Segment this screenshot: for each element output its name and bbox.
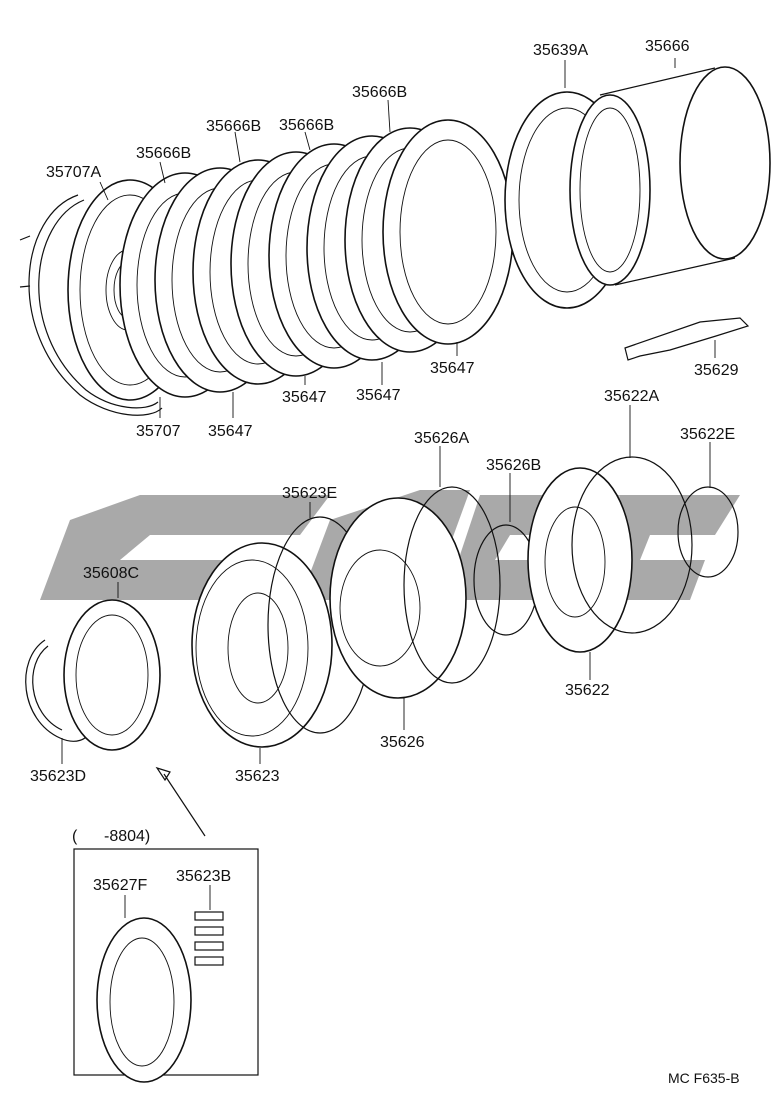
label-35647-2: 35647 <box>282 389 327 406</box>
clutch-drum-35666 <box>569 66 771 286</box>
label-35666B-4: 35666B <box>136 145 191 162</box>
leader-lines <box>61 58 716 918</box>
label-35622A: 35622A <box>604 388 659 405</box>
label-35629: 35629 <box>694 362 739 379</box>
label-35647-3: 35647 <box>356 387 401 404</box>
label-35707: 35707 <box>136 423 181 440</box>
label-35622E: 35622E <box>680 426 735 443</box>
label-35627F: 35627F <box>93 877 147 894</box>
piston-35622 <box>527 467 633 653</box>
piston-35627F <box>96 917 192 1083</box>
label-35639A: 35639A <box>533 42 588 59</box>
label-35647-1: 35647 <box>208 423 253 440</box>
snap-ring-35623D <box>25 639 91 742</box>
label-35623: 35623 <box>235 768 280 785</box>
label-35623D: 35623D <box>30 768 86 785</box>
label-35666B-2: 35666B <box>206 118 261 135</box>
o-ring-35622A <box>571 456 693 634</box>
label-35666B-3: 35666B <box>279 117 334 134</box>
label-35626: 35626 <box>380 734 425 751</box>
label-35647-4: 35647 <box>430 360 475 377</box>
snap-ring-35707A <box>19 194 163 416</box>
label-35626B: 35626B <box>486 457 541 474</box>
o-ring-35626A <box>403 486 501 684</box>
label-35666B-top: 35666B <box>352 84 407 101</box>
label-35666: 35666 <box>645 38 690 55</box>
return-spring-set-35608C <box>63 599 161 751</box>
inset-pointer-arrow <box>155 766 206 837</box>
label-35623B: 35623B <box>176 868 231 885</box>
label-35622: 35622 <box>565 682 610 699</box>
piston-35623 <box>191 542 333 748</box>
inset-box-pre-8804 <box>73 848 259 1083</box>
label-date-range: ( -8804) <box>72 828 150 845</box>
clutch-disc-stack <box>119 119 514 398</box>
part-labels: 35639A 35666 35666B 35666B 35666B 35666B… <box>30 38 740 1086</box>
label-35623E: 35623E <box>282 485 337 502</box>
label-35608C: 35608C <box>83 565 139 582</box>
label-35707A: 35707A <box>46 164 101 181</box>
spring-35623B <box>194 911 224 966</box>
o-ring-35622E <box>677 486 739 578</box>
piston-35626 <box>329 497 467 699</box>
retainer-35629 <box>624 317 750 361</box>
label-35626A: 35626A <box>414 430 469 447</box>
diagram-code: MC F635-B <box>668 1070 740 1086</box>
